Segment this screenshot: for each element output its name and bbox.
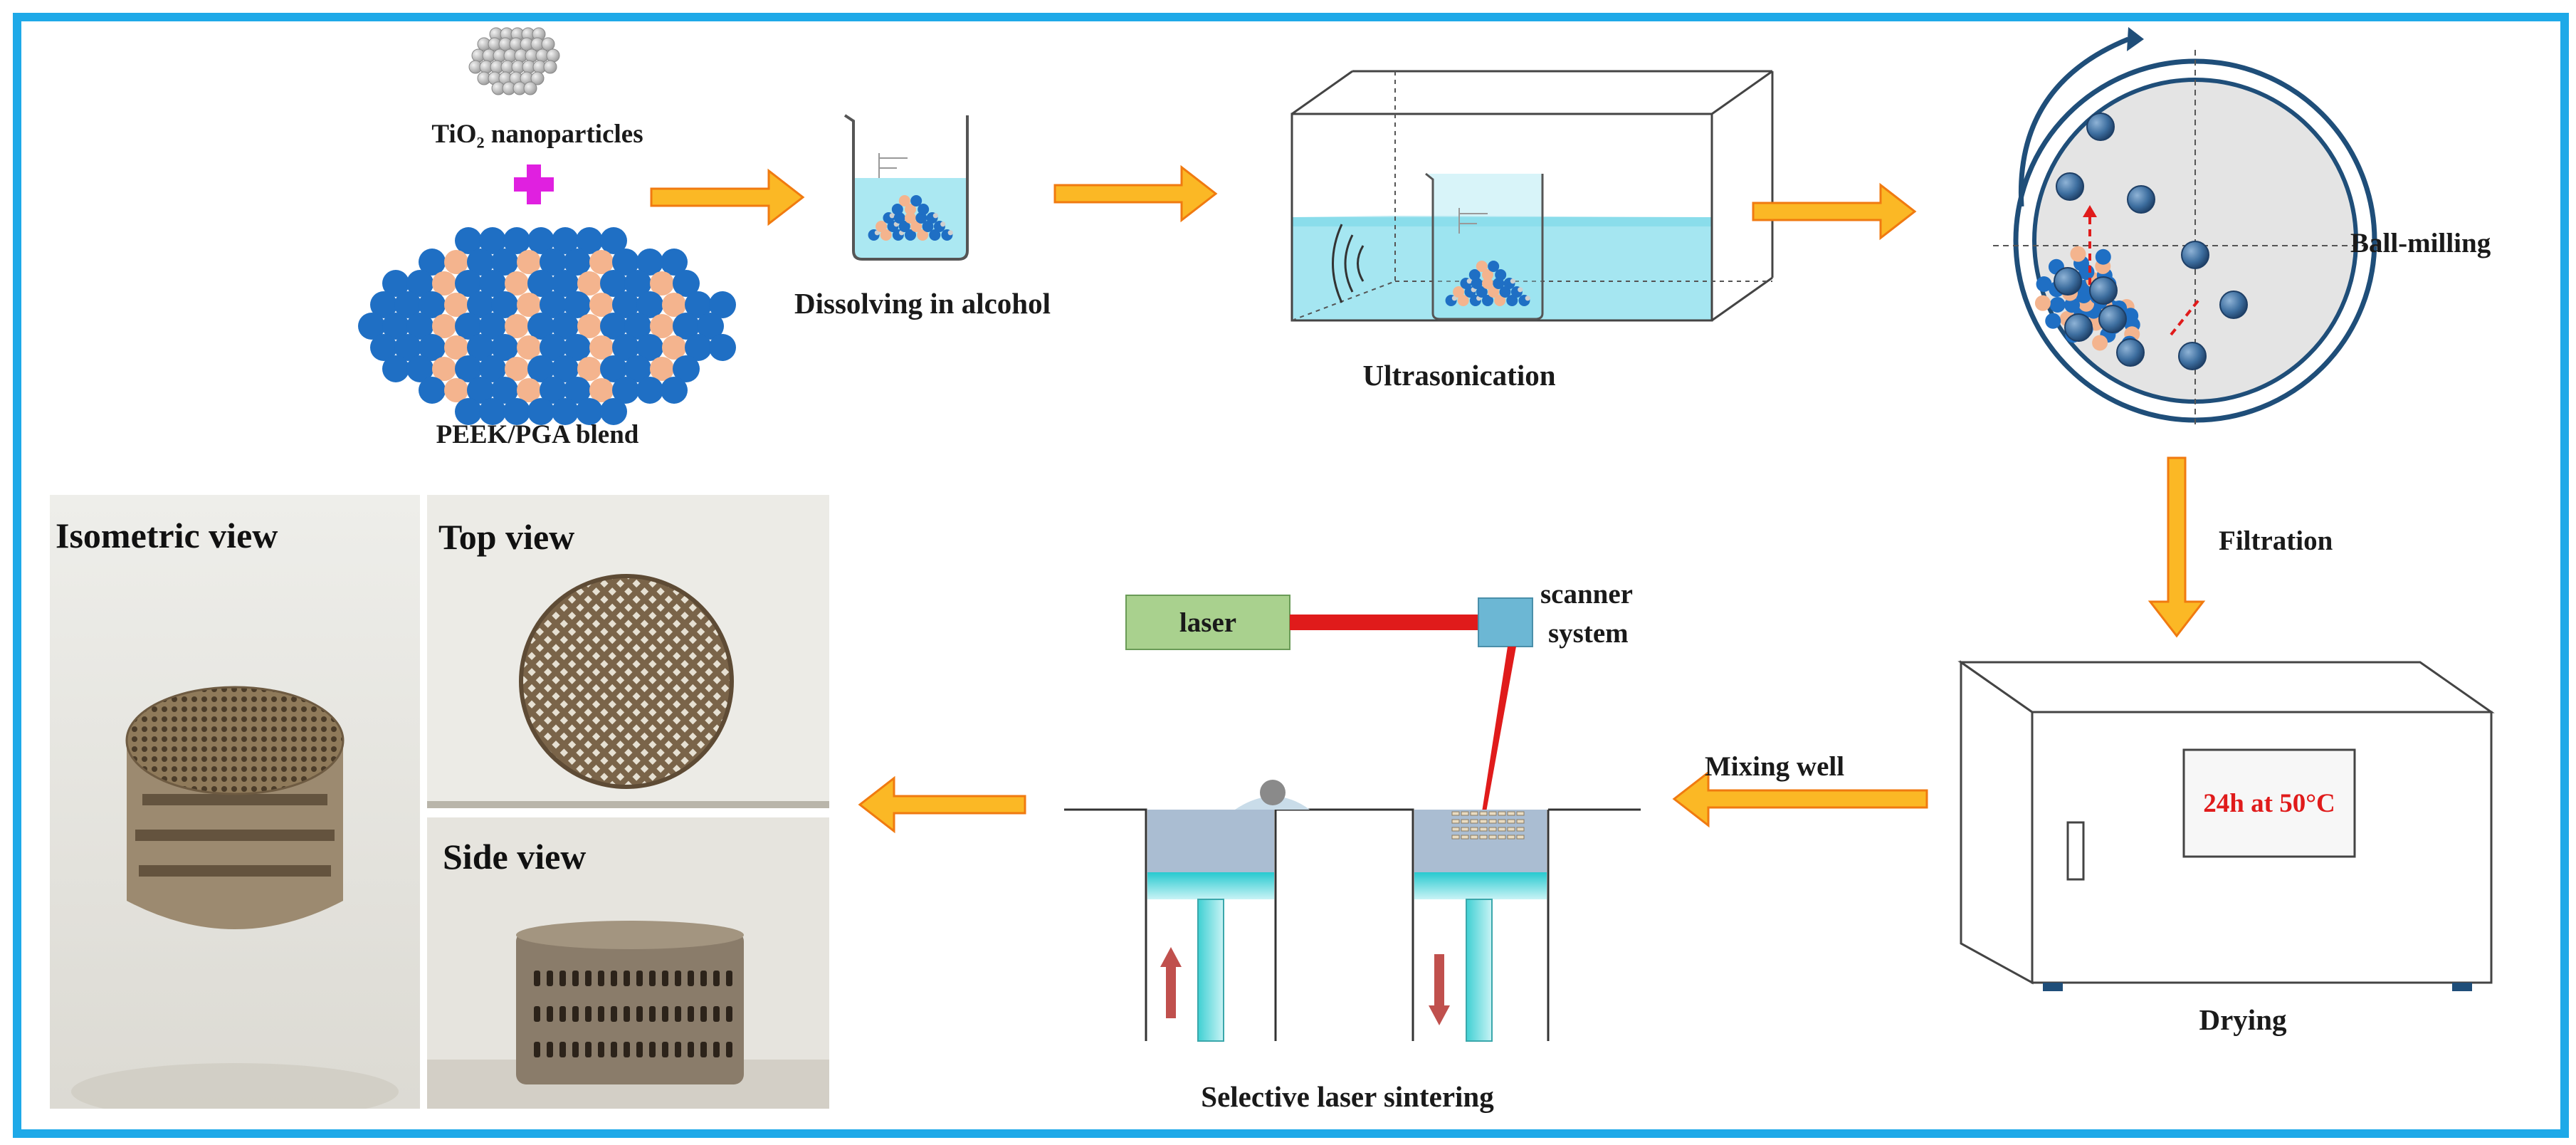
ball-milling-label: Ball-milling	[2350, 228, 2491, 258]
laser-box	[1125, 595, 1290, 650]
mixing-label: Mixing well	[1705, 751, 1845, 782]
photo-top: Top view	[427, 495, 829, 808]
top-view-label: Top view	[438, 517, 575, 557]
ultrasonication-label: Ultrasonication	[1362, 359, 1556, 392]
side-view-label: Side view	[443, 837, 587, 877]
oven-display-text: 24h at 50°C	[2203, 789, 2335, 818]
photo-side: Side view	[427, 817, 829, 1109]
blend-label: PEEK/PGA blend	[436, 420, 639, 449]
dissolving-label: Dissolving in alcohol	[794, 287, 1051, 320]
tio2-label: TiO₂ nanoparticles	[431, 120, 643, 149]
process-arrows	[650, 164, 2206, 834]
laser-label: laser	[1179, 607, 1237, 638]
sls-label: Selective laser sintering	[1201, 1080, 1494, 1113]
peek-pga-blend-icon	[358, 227, 736, 425]
filtration-label: Filtration	[2219, 526, 2333, 556]
isometric-view-label: Isometric view	[56, 516, 278, 555]
ball-mill-icon	[1993, 27, 2377, 427]
tio2-nanoparticles-icon	[468, 27, 560, 95]
drying-label: Drying	[2199, 1003, 2287, 1036]
laser-beam	[1290, 615, 1478, 630]
sls-apparatus	[1064, 595, 1641, 1042]
beaker-icon	[843, 114, 969, 261]
scanner-label-line2: system	[1548, 618, 1629, 649]
photo-isometric: Isometric view	[50, 495, 420, 1109]
ultrasonic-bath-icon	[1290, 70, 1774, 322]
scanner-label-line1: scanner	[1540, 579, 1633, 610]
drying-oven-icon	[1957, 660, 2495, 991]
scanner-box	[1478, 597, 1533, 647]
plus-icon	[514, 164, 554, 204]
